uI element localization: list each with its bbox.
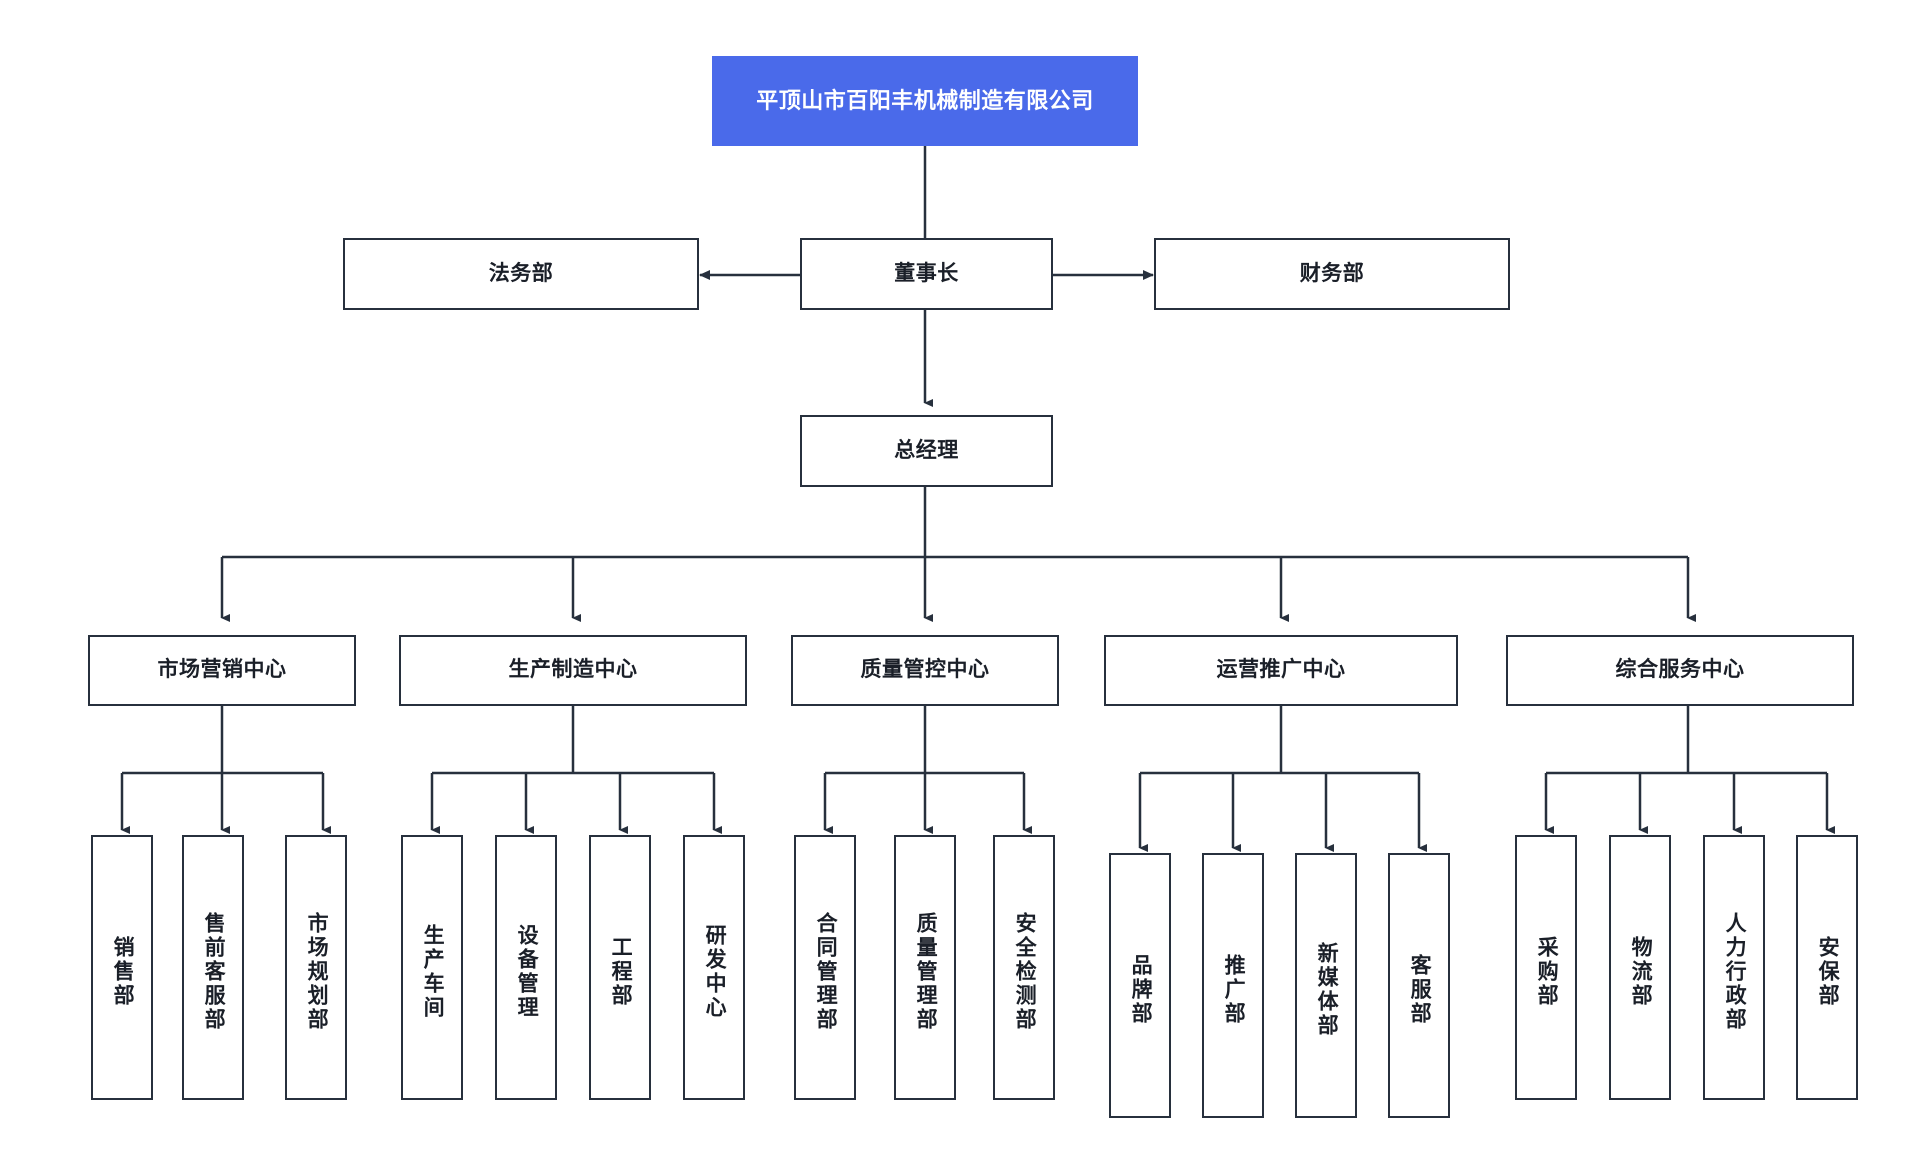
node-dept-security[interactable]: 安保部 — [1796, 835, 1858, 1100]
node-dept-equipment-management[interactable]: 设备管理 — [495, 835, 557, 1100]
node-label: 工程部 — [609, 935, 633, 1008]
node-label: 董事长 — [894, 261, 959, 285]
node-dept-engineering[interactable]: 工程部 — [589, 835, 651, 1100]
node-chairman[interactable]: 董事长 — [800, 238, 1053, 310]
node-dept-rnd-center[interactable]: 研发中心 — [683, 835, 745, 1100]
node-label: 安保部 — [1816, 935, 1840, 1008]
node-dept-quality-management[interactable]: 质量管理部 — [894, 835, 956, 1100]
node-label: 销售部 — [111, 935, 135, 1008]
node-finance-department[interactable]: 财务部 — [1154, 238, 1510, 310]
node-label: 法务部 — [488, 261, 554, 285]
node-center-manufacturing[interactable]: 生产制造中心 — [399, 635, 747, 706]
node-label: 推广部 — [1222, 953, 1246, 1026]
node-dept-sales[interactable]: 销售部 — [91, 835, 153, 1100]
node-center-general-service[interactable]: 综合服务中心 — [1506, 635, 1854, 706]
node-label: 市场营销中心 — [157, 658, 287, 682]
node-center-marketing[interactable]: 市场营销中心 — [88, 635, 356, 706]
node-label: 客服部 — [1408, 953, 1432, 1026]
node-label: 新媒体部 — [1315, 941, 1339, 1038]
node-legal-department[interactable]: 法务部 — [343, 238, 699, 310]
node-dept-brand[interactable]: 品牌部 — [1109, 853, 1171, 1118]
node-dept-market-planning[interactable]: 市场规划部 — [285, 835, 347, 1100]
node-dept-procurement[interactable]: 采购部 — [1515, 835, 1577, 1100]
node-label: 市场规划部 — [305, 911, 329, 1032]
node-dept-contract-management[interactable]: 合同管理部 — [794, 835, 856, 1100]
node-dept-hr-administration[interactable]: 人力行政部 — [1703, 835, 1765, 1100]
node-dept-new-media[interactable]: 新媒体部 — [1295, 853, 1357, 1118]
node-label: 合同管理部 — [814, 911, 838, 1032]
node-dept-promotion[interactable]: 推广部 — [1202, 853, 1264, 1118]
node-dept-customer-service[interactable]: 客服部 — [1388, 853, 1450, 1118]
node-label: 研发中心 — [703, 923, 727, 1020]
node-label: 售前客服部 — [202, 911, 226, 1032]
node-label: 平顶山市百阳丰机械制造有限公司 — [756, 88, 1094, 114]
node-label: 生产制造中心 — [508, 658, 638, 682]
node-label: 设备管理 — [515, 923, 539, 1020]
node-label: 总经理 — [894, 438, 959, 462]
node-label: 生产车间 — [421, 923, 445, 1020]
node-company-root[interactable]: 平顶山市百阳丰机械制造有限公司 — [712, 56, 1138, 146]
node-center-operations[interactable]: 运营推广中心 — [1104, 635, 1458, 706]
node-label: 质量管控中心 — [860, 658, 990, 682]
node-label: 质量管理部 — [914, 911, 938, 1032]
node-dept-logistics[interactable]: 物流部 — [1609, 835, 1671, 1100]
node-label: 综合服务中心 — [1615, 658, 1745, 682]
node-dept-production-workshop[interactable]: 生产车间 — [401, 835, 463, 1100]
node-dept-presales-service[interactable]: 售前客服部 — [182, 835, 244, 1100]
node-label: 运营推广中心 — [1216, 658, 1346, 682]
node-label: 安全检测部 — [1013, 911, 1037, 1032]
node-label: 人力行政部 — [1723, 911, 1747, 1032]
node-dept-safety-inspection[interactable]: 安全检测部 — [993, 835, 1055, 1100]
node-general-manager[interactable]: 总经理 — [800, 415, 1053, 487]
node-center-quality[interactable]: 质量管控中心 — [791, 635, 1059, 706]
node-label: 物流部 — [1629, 935, 1653, 1008]
node-label: 财务部 — [1299, 261, 1365, 285]
node-label: 品牌部 — [1129, 953, 1153, 1026]
node-label: 采购部 — [1535, 935, 1559, 1008]
